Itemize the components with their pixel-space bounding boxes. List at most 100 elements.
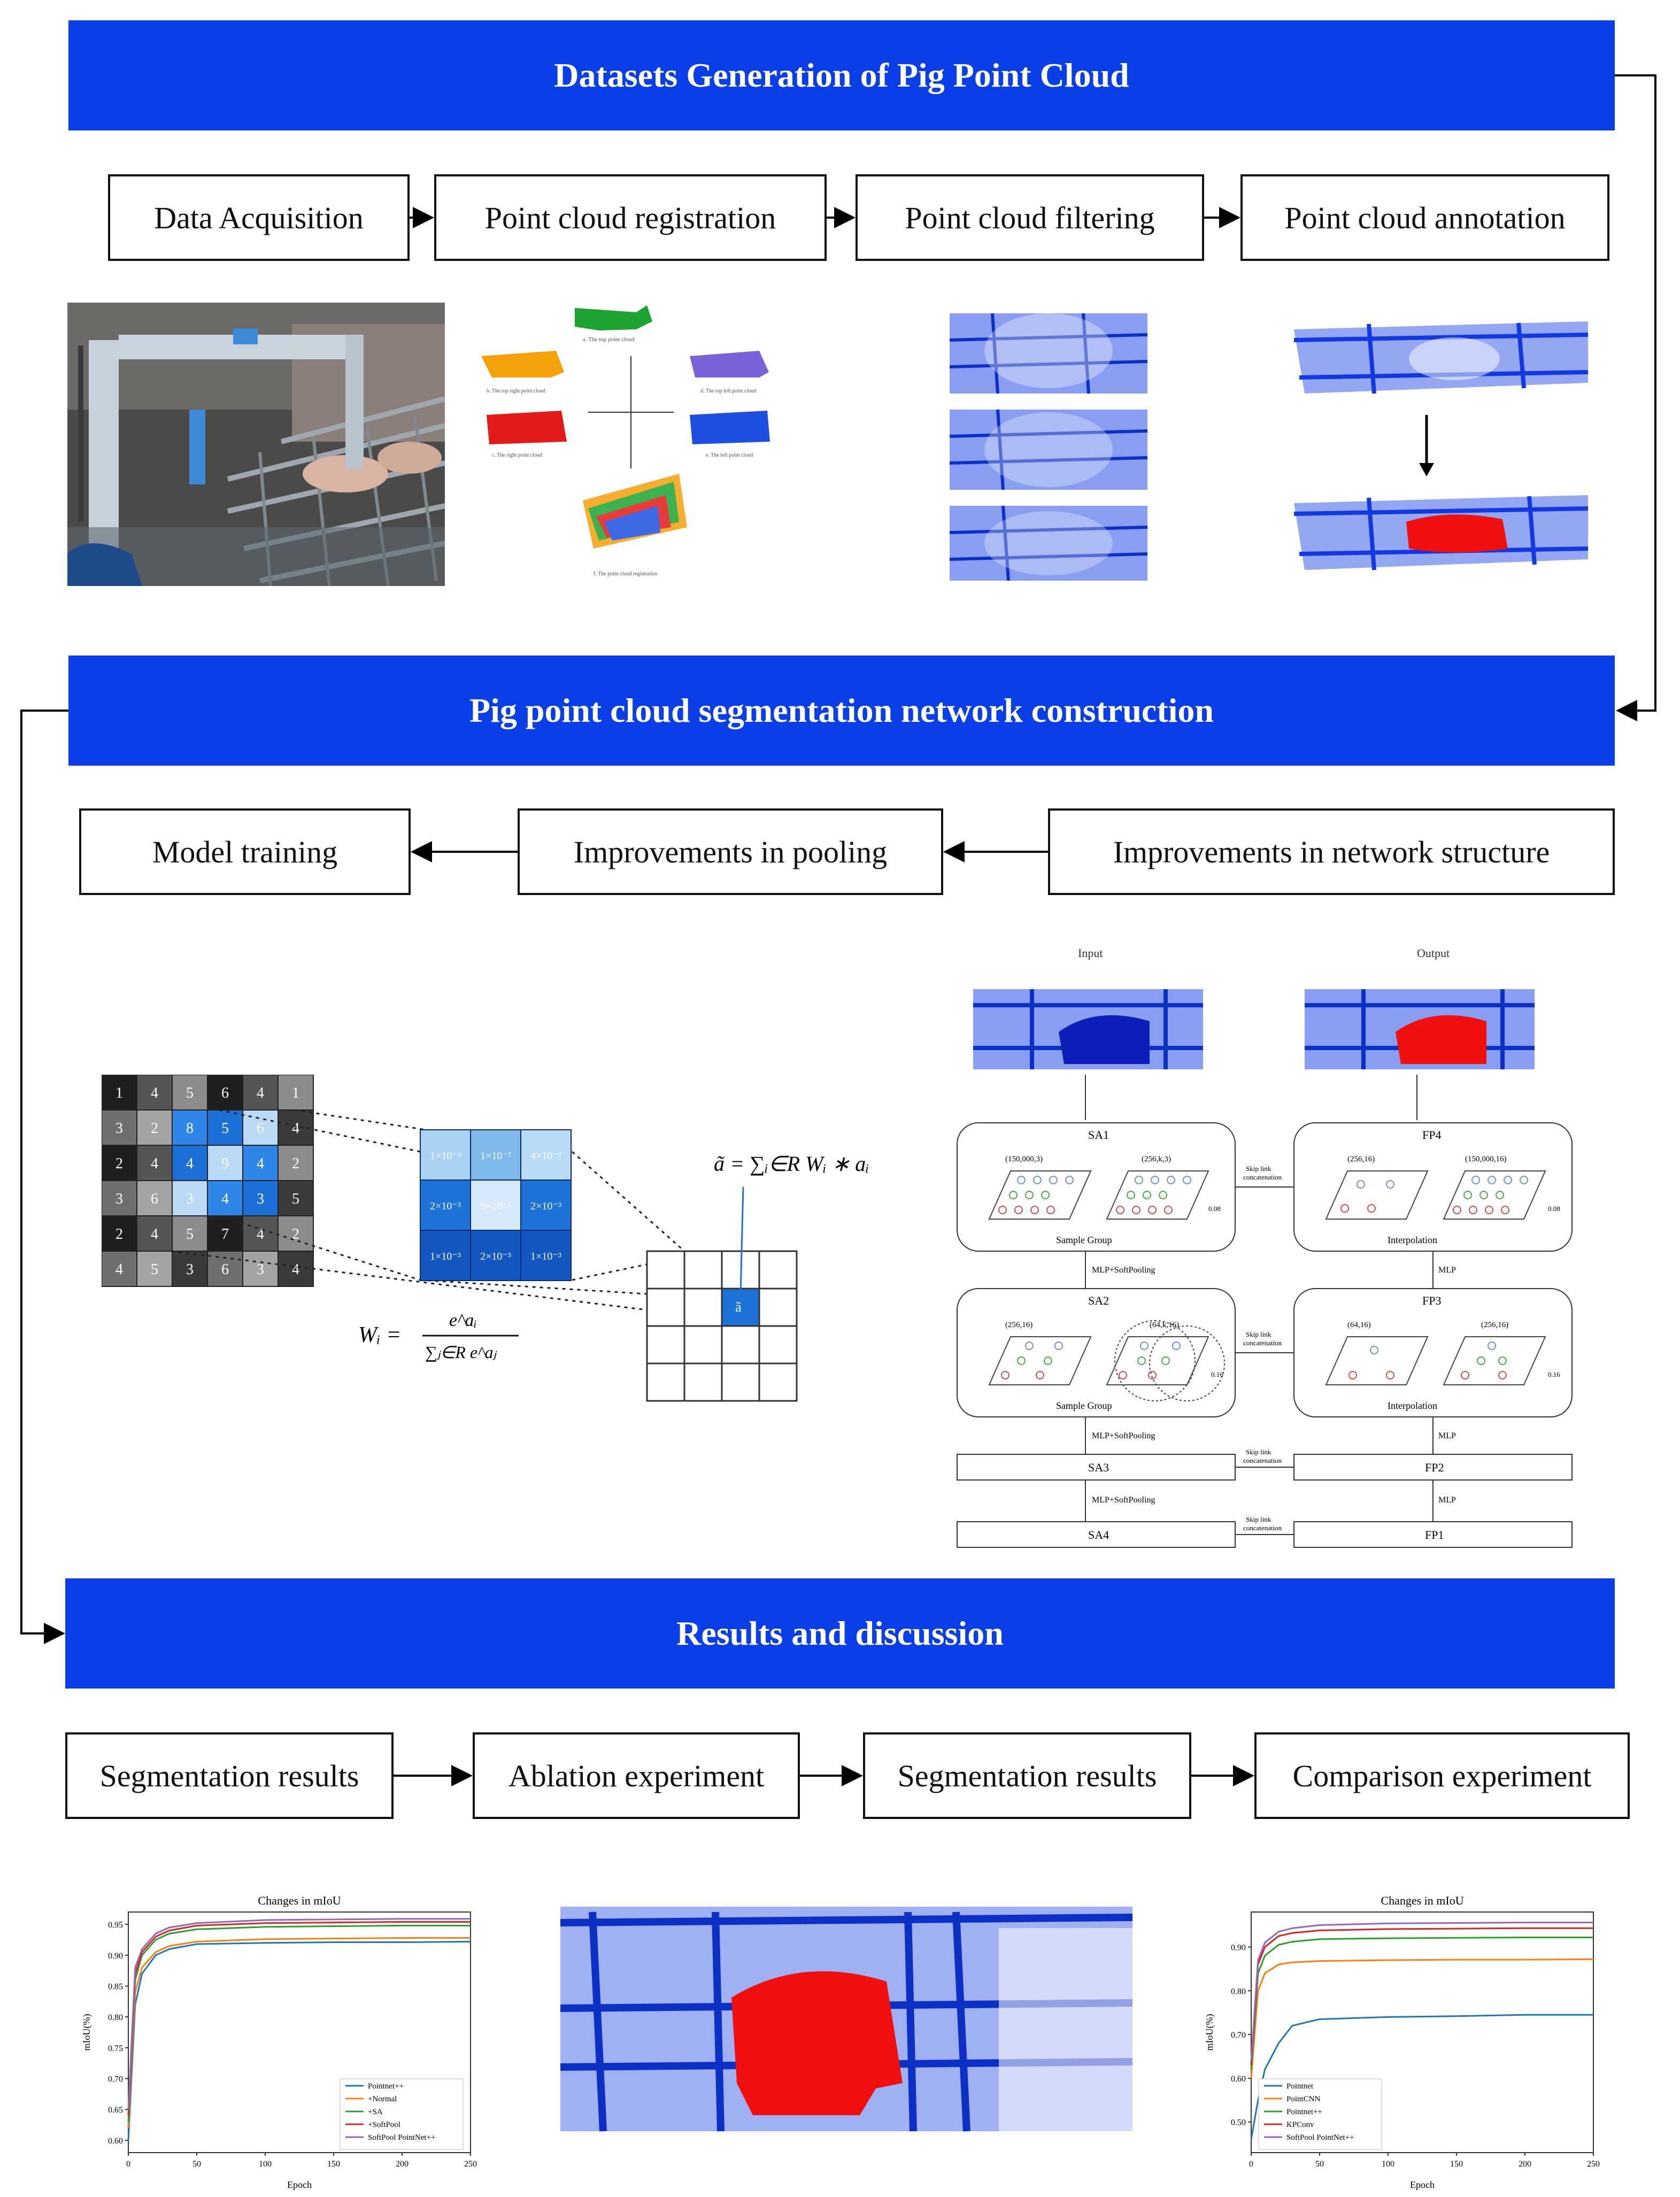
y-tick-label: 0.80 bbox=[1231, 1987, 1246, 1996]
input-grid-cell bbox=[207, 1145, 243, 1181]
weight-grid-value: 1×10⁻³ bbox=[430, 1251, 461, 1262]
svg-text:(256,k,3): (256,k,3) bbox=[1142, 1155, 1171, 1163]
weight-grid-cell bbox=[420, 1180, 471, 1231]
y-tick-label: 0.80 bbox=[108, 2013, 123, 2022]
input-grid-value: 5 bbox=[186, 1085, 194, 1101]
weight-grid-cell bbox=[520, 1230, 572, 1281]
step-comparison-experiment: Comparison experiment bbox=[1254, 1732, 1630, 1819]
input-grid-value: 5 bbox=[151, 1261, 158, 1278]
svg-text:b. The top right point cloud: b. The top right point cloud bbox=[487, 388, 545, 394]
svg-text:MLP+SoftPooling: MLP+SoftPooling bbox=[1092, 1266, 1155, 1275]
svg-text:(64,k,16): (64,k,16) bbox=[1150, 1321, 1179, 1329]
weight-grid-value: 2×10⁻³ bbox=[530, 1200, 561, 1212]
weight-grid-value: 1×10⁻³ bbox=[530, 1251, 561, 1262]
filtering-point-cloud-image bbox=[950, 303, 1147, 586]
svg-text:Skip link: Skip link bbox=[1246, 1448, 1271, 1456]
input-grid-value: 4 bbox=[186, 1155, 194, 1172]
x-tick-label: 50 bbox=[1315, 2160, 1324, 2169]
series-line bbox=[127, 1937, 471, 2128]
annotation-down-arrow bbox=[1419, 415, 1434, 476]
y-tick-label: 0.70 bbox=[108, 2075, 123, 2084]
input-grid-cell bbox=[172, 1109, 208, 1146]
input-grid-cell bbox=[172, 1215, 208, 1252]
input-grid-value: 4 bbox=[292, 1120, 299, 1137]
series-line bbox=[1250, 1922, 1593, 2061]
input-grid-value: 4 bbox=[257, 1155, 264, 1172]
step-improvements-pooling: Improvements in pooling bbox=[518, 808, 943, 895]
chart-title: Changes in mIoU bbox=[1381, 1894, 1463, 1907]
svg-text:(150,000,16): (150,000,16) bbox=[1465, 1155, 1507, 1163]
svg-text:SA2: SA2 bbox=[1088, 1294, 1109, 1307]
svg-text:(256,16): (256,16) bbox=[1481, 1321, 1508, 1329]
step-improvements-network-structure: Improvements in network structure bbox=[1048, 808, 1615, 895]
input-grid-value: 6 bbox=[257, 1120, 264, 1137]
data-acquisition-photo bbox=[67, 303, 445, 586]
segmentation-result-image bbox=[560, 1901, 1132, 2142]
input-grid-cell bbox=[278, 1145, 314, 1181]
y-tick-label: 0.60 bbox=[108, 2137, 123, 2146]
legend-label: +SA bbox=[368, 2108, 383, 2116]
svg-text:concatenation: concatenation bbox=[1243, 1524, 1282, 1532]
legend-label: +Normal bbox=[368, 2095, 397, 2103]
input-grid-value: 1 bbox=[115, 1085, 123, 1101]
y-axis-label: mIoU(%) bbox=[1204, 2014, 1215, 2051]
svg-text:SA1: SA1 bbox=[1088, 1128, 1109, 1142]
step-model-training: Model training bbox=[79, 808, 411, 895]
input-grid-cell bbox=[242, 1251, 279, 1287]
y-tick-label: 0.95 bbox=[108, 1921, 123, 1930]
formula-weight-lhs: Wᵢ = bbox=[358, 1323, 401, 1347]
x-axis-label: Epoch bbox=[287, 2179, 312, 2190]
x-tick-label: 150 bbox=[1450, 2160, 1463, 2169]
input-grid-cell bbox=[172, 1180, 208, 1216]
y-tick-label: 0.90 bbox=[1231, 1943, 1246, 1952]
svg-text:MLP: MLP bbox=[1438, 1266, 1456, 1275]
svg-text:Skip link: Skip link bbox=[1246, 1165, 1271, 1173]
svg-text:SA3: SA3 bbox=[1088, 1461, 1109, 1474]
input-grid-value: 3 bbox=[115, 1120, 123, 1137]
svg-text:MLP: MLP bbox=[1438, 1431, 1456, 1440]
step-point-cloud-filtering: Point cloud filtering bbox=[856, 174, 1204, 261]
svg-text:Input: Input bbox=[1078, 946, 1103, 960]
x-tick-label: 50 bbox=[192, 2160, 201, 2169]
weight-grid-cell bbox=[470, 1180, 521, 1231]
y-tick-label: 0.65 bbox=[108, 2106, 123, 2115]
legend-label: PointCNN bbox=[1286, 2095, 1321, 2103]
weight-grid-value: 2×10⁻³ bbox=[480, 1251, 511, 1262]
svg-text:Skip link: Skip link bbox=[1246, 1515, 1271, 1523]
formula-weight-den: ∑ⱼ∈R e^aⱼ bbox=[425, 1343, 498, 1362]
input-grid-cell bbox=[172, 1251, 208, 1287]
legend-label: +SoftPool bbox=[368, 2121, 400, 2129]
input-grid-value: 3 bbox=[186, 1191, 194, 1207]
x-tick-label: 200 bbox=[396, 2160, 409, 2169]
y-tick-label: 0.50 bbox=[1231, 2118, 1246, 2127]
input-grid-value: 4 bbox=[221, 1191, 229, 1207]
svg-text:0.16: 0.16 bbox=[1548, 1370, 1560, 1378]
input-grid-cell bbox=[278, 1075, 314, 1111]
x-tick-label: 200 bbox=[1519, 2160, 1531, 2169]
input-grid-cell bbox=[242, 1145, 279, 1181]
input-grid-value: 4 bbox=[292, 1261, 299, 1278]
weight-grid-value: 1×10⁻² bbox=[480, 1150, 511, 1162]
series-line bbox=[127, 1940, 471, 2140]
x-tick-label: 150 bbox=[327, 2160, 340, 2169]
svg-text:a. The top point cloud: a. The top point cloud bbox=[583, 336, 635, 343]
svg-text:Interpolation: Interpolation bbox=[1388, 1235, 1437, 1245]
svg-text:SA4: SA4 bbox=[1088, 1528, 1109, 1541]
annotation-before-image bbox=[1293, 321, 1589, 394]
input-grid-value: 8 bbox=[186, 1120, 194, 1137]
input-grid-value: 5 bbox=[186, 1226, 194, 1243]
step-data-acquisition: Data Acquisition bbox=[108, 174, 410, 261]
svg-text:MLP+SoftPooling: MLP+SoftPooling bbox=[1092, 1495, 1155, 1505]
input-grid-value: 2 bbox=[115, 1226, 123, 1243]
input-grid-cell bbox=[207, 1180, 243, 1216]
svg-text:(256,16): (256,16) bbox=[1005, 1321, 1032, 1329]
svg-text:f. The point cloud registratio: f. The point cloud registration bbox=[594, 571, 658, 577]
weight-grid-cell bbox=[420, 1230, 471, 1281]
input-grid-value: 2 bbox=[151, 1120, 158, 1137]
svg-text:e. The left point cloud: e. The left point cloud bbox=[706, 452, 753, 458]
banner-dataset-generation: Datasets Generation of Pig Point Cloud bbox=[68, 20, 1615, 130]
